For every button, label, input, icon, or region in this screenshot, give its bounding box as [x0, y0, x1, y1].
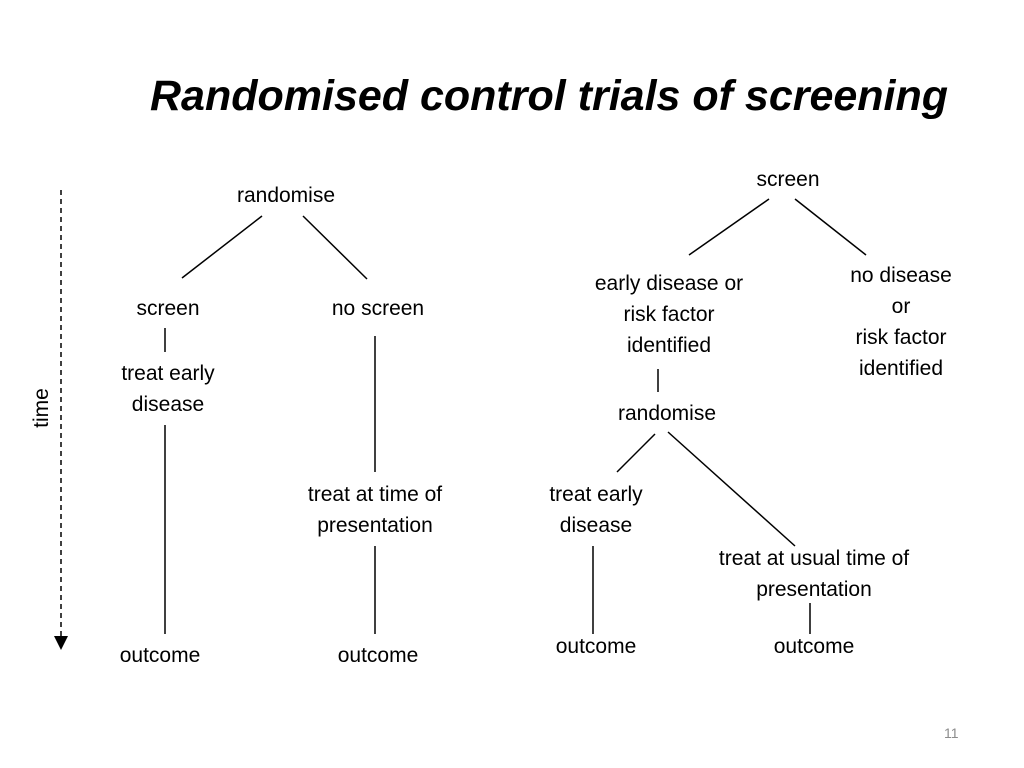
connector-randomise-to-treat-early — [616, 433, 656, 473]
left-treat-early-node: treat early disease — [121, 362, 215, 416]
slide-title: Randomised control trials of screening — [150, 72, 949, 120]
time-arrow-head — [54, 636, 68, 650]
left-no-screen-node: no screen — [331, 297, 425, 320]
right-treat-usual-node: treat at usual time of presentation — [718, 547, 910, 601]
left-outcome-no-screen-node: outcome — [337, 644, 419, 667]
right-screen-node: screen — [756, 168, 820, 191]
time-axis-label: time — [30, 388, 53, 428]
page-number: 11 — [944, 725, 959, 741]
connector-randomise-to-screen — [181, 215, 263, 279]
right-outcome-early-node: outcome — [555, 635, 637, 658]
left-outcome-screen-node: outcome — [119, 644, 201, 667]
connector-randomise-to-treat-usual — [667, 431, 796, 547]
left-screen-node: screen — [136, 297, 200, 320]
right-outcome-usual-node: outcome — [773, 635, 855, 658]
right-randomise-node: randomise — [617, 402, 717, 425]
left-randomise-node: randomise — [236, 184, 336, 207]
connector-screen-to-early-disease — [688, 198, 770, 256]
right-early-disease-node: early disease or risk factor identified — [594, 272, 744, 357]
right-treat-early-node: treat early disease — [549, 483, 643, 537]
connector-randomise-to-no-screen — [302, 215, 368, 280]
connector-screen-to-no-disease — [794, 198, 867, 256]
right-no-disease-node: no disease or risk factor identified — [850, 264, 952, 380]
left-treat-presentation-node: treat at time of presentation — [307, 483, 443, 537]
